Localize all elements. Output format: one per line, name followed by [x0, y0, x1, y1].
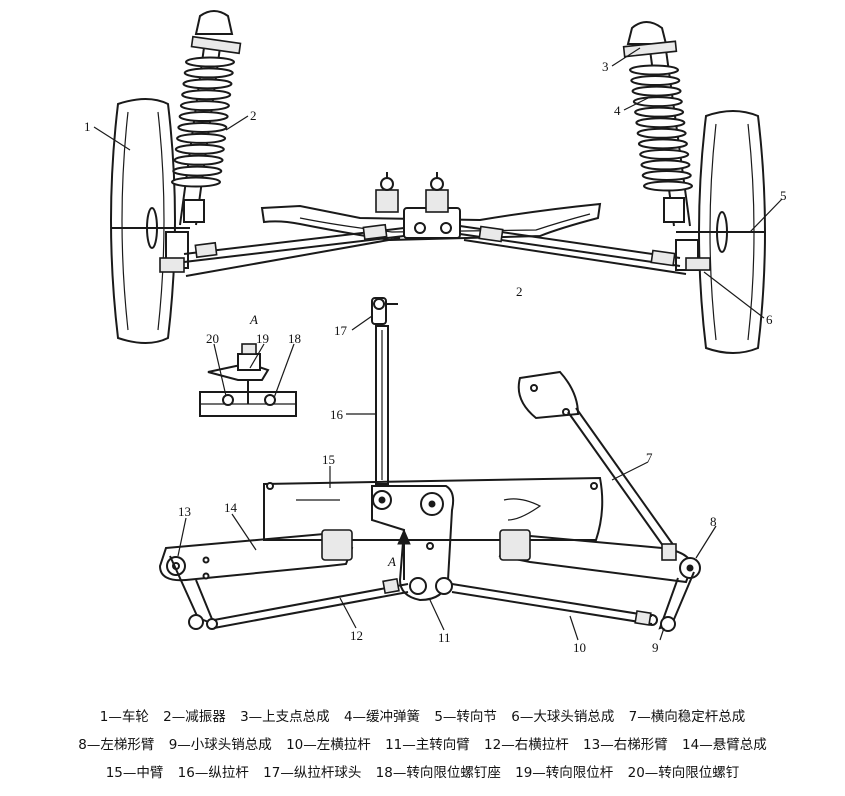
legend-item: 20—转向限位螺钉 [627, 765, 740, 781]
view-arrow-a [397, 528, 411, 580]
spring-coil [643, 180, 693, 192]
legend-item: 5—转向节 [434, 709, 497, 725]
left-suspension-arm [158, 529, 354, 630]
spring-coil [178, 111, 229, 123]
left-strut [171, 10, 242, 226]
spring-coil [181, 89, 232, 101]
callout-9: 9 [652, 640, 659, 655]
legend-line-3: 15—中臂 16—纵拉杆 17—纵拉杆球头 18—转向限位螺钉座 19—转向限位… [0, 761, 845, 781]
spring-coil [629, 64, 679, 76]
callout-19: 19 [256, 331, 269, 346]
detail-view-a [199, 343, 297, 417]
callout-20: 20 [206, 331, 219, 346]
right-strut [622, 21, 693, 227]
spring-coil [171, 176, 221, 188]
legend-item: 18—转向限位螺钉座 [375, 765, 501, 781]
legend-item: 12—右横拉杆 [484, 737, 569, 753]
legend-item: 10—左横拉杆 [286, 737, 371, 753]
drag-link [371, 297, 398, 485]
leader-lines [93, 47, 783, 641]
legend-item: 16—纵拉杆 [177, 765, 249, 781]
spring-coil [634, 106, 685, 118]
spring-coil [631, 85, 682, 97]
callout-7: 7 [646, 450, 653, 465]
callout-18: 18 [288, 331, 301, 346]
spring-coil [630, 75, 681, 87]
left-wheel [110, 98, 176, 344]
callout-14: 14 [224, 500, 238, 515]
legend-item: 8—左梯形臂 [78, 737, 155, 753]
callout-6: 6 [766, 312, 773, 327]
right-tie-rod [213, 577, 409, 629]
legend-line-2: 8—左梯形臂 9—小球头销总成 10—左横拉杆 11—主转向臂 12—右横拉杆 … [0, 733, 845, 753]
legend-item: 9—小球头销总成 [168, 737, 272, 753]
arrow-a-label: A [387, 554, 396, 569]
left-knuckle [112, 207, 190, 273]
upper-tie-rods [183, 223, 687, 277]
spring-coil [174, 143, 225, 155]
spring-coil [177, 121, 228, 133]
callout-16: 16 [330, 407, 344, 422]
spring-coil [172, 165, 223, 177]
legend-item: 11—主转向臂 [385, 737, 470, 753]
callout-15: 15 [322, 452, 335, 467]
main-steering-arm [371, 485, 455, 602]
legend-item: 14—悬臂总成 [682, 737, 767, 753]
spring-coil [641, 169, 692, 181]
legend-item: 1—车轮 [99, 709, 149, 725]
spring-coil [185, 56, 235, 68]
stabilizer-bar [517, 370, 677, 561]
left-tie-rod [451, 583, 653, 626]
legend-item: 17—纵拉杆球头 [263, 765, 362, 781]
legend-item: 19—转向限位杆 [515, 765, 614, 781]
callout-5: 5 [780, 188, 787, 203]
callout-4: 4 [614, 103, 621, 118]
upper-steering-pivot [375, 172, 461, 239]
right-knuckle [675, 211, 764, 271]
callout-1: 1 [84, 119, 91, 134]
spring-coil [640, 159, 691, 171]
legend-item: 7—横向稳定杆总成 [628, 709, 746, 725]
callout-11: 11 [438, 630, 451, 645]
spring-coil [173, 154, 224, 166]
legend-item: 4—缓冲弹簧 [343, 709, 421, 725]
front-crossmember [260, 202, 602, 242]
legend-item: 2—减振器 [163, 709, 226, 725]
spring-coil [183, 67, 234, 79]
spring-coil [637, 138, 688, 150]
view-a-label: A [249, 312, 258, 327]
spring-coil [179, 100, 230, 112]
legend-item: 3—上支点总成 [240, 709, 330, 725]
callout-12: 12 [350, 628, 363, 643]
spring-coil [636, 127, 687, 139]
spring-coil [182, 78, 233, 90]
legend-item: 13—右梯形臂 [583, 737, 668, 753]
callout-2: 2 [250, 108, 257, 123]
callout-17: 17 [334, 323, 348, 338]
legend-item: 15—中臂 [105, 765, 164, 781]
callout-8: 8 [710, 514, 717, 529]
middle-arm-plate [263, 476, 604, 541]
callout-3: 3 [602, 59, 609, 74]
legend-line-1: 1—车轮 2—减振器 3—上支点总成 4—缓冲弹簧 5—转向节 6—大球头销总成… [0, 705, 845, 725]
spring-coil [639, 148, 690, 160]
callout-13: 13 [178, 504, 191, 519]
spring-coil [176, 132, 227, 144]
callout-10: 10 [573, 640, 586, 655]
spring-coil [635, 117, 686, 129]
stray-mark: 2 [516, 284, 523, 299]
legend-item: 6—大球头销总成 [511, 709, 615, 725]
